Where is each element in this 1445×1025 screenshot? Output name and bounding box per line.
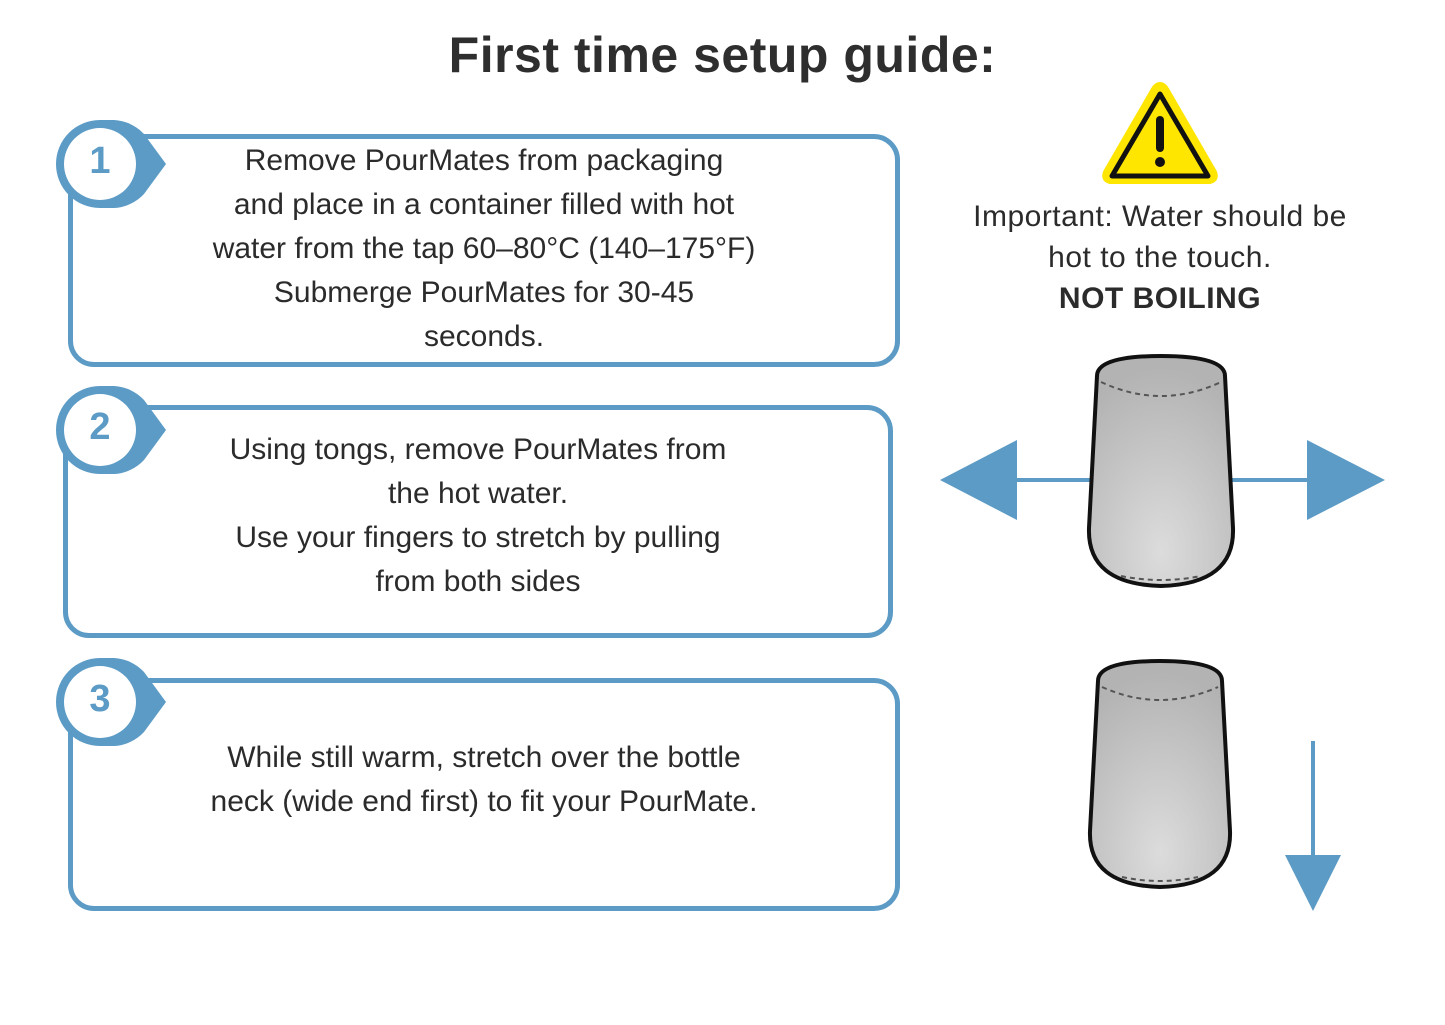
notice-line-2: hot to the touch. [1048, 241, 1272, 274]
step-1-line: and place in a container filled with hot [233, 188, 735, 221]
step-1-line: Submerge PourMates for 30-45 [273, 276, 695, 309]
step-3-line: While still warm, stretch over the bottl… [227, 741, 741, 774]
step-2-badge: 2 [52, 380, 172, 480]
page-title: First time setup guide: [448, 27, 997, 83]
important-notice: Important: Water should be hot to the to… [930, 196, 1390, 319]
step-2-text: Using tongs, remove PourMates from the h… [63, 428, 893, 604]
step-1-text: Remove PourMates from packaging and plac… [68, 139, 900, 359]
step-2-line: from both sides [375, 565, 581, 598]
arrow-left-icon [940, 440, 1095, 520]
pourmate-cup-icon [1086, 353, 1236, 589]
step-2-line: the hot water. [387, 477, 569, 510]
step-1-number: 1 [89, 140, 111, 182]
notice-emphasis: NOT BOILING [1058, 282, 1262, 315]
step-3-badge: 3 [52, 652, 172, 752]
step-1-line: seconds. [423, 320, 545, 353]
step-3-text: While still warm, stretch over the bottl… [68, 736, 900, 824]
step-1-line: Remove PourMates from packaging [244, 144, 724, 177]
warning-triangle-icon [1102, 82, 1218, 184]
pourmate-cup-icon [1087, 658, 1233, 890]
arrow-right-icon [1227, 440, 1385, 520]
step-badge-icon [56, 120, 166, 208]
step-1-box [68, 134, 900, 367]
notice-line-1: Important: Water should be [973, 200, 1347, 233]
step-1-line: water from the tap 60–80°C (140–175°F) [212, 232, 756, 265]
step-2-number: 2 [89, 406, 111, 448]
step-3-box [68, 678, 900, 911]
step-3-line: neck (wide end first) to fit your PourMa… [210, 785, 758, 818]
stretch-illustration [940, 353, 1385, 589]
step-2-line: Using tongs, remove PourMates from [229, 433, 727, 466]
step-2-box [63, 405, 893, 638]
arrow-down-icon [1285, 741, 1341, 911]
step-3-number: 3 [89, 678, 111, 720]
step-1-badge: 1 [52, 114, 172, 214]
step-badge-icon [56, 658, 166, 746]
step-2-line: Use your fingers to stretch by pulling [235, 521, 721, 554]
fit-illustration [1087, 658, 1341, 911]
step-badge-icon [56, 386, 166, 474]
